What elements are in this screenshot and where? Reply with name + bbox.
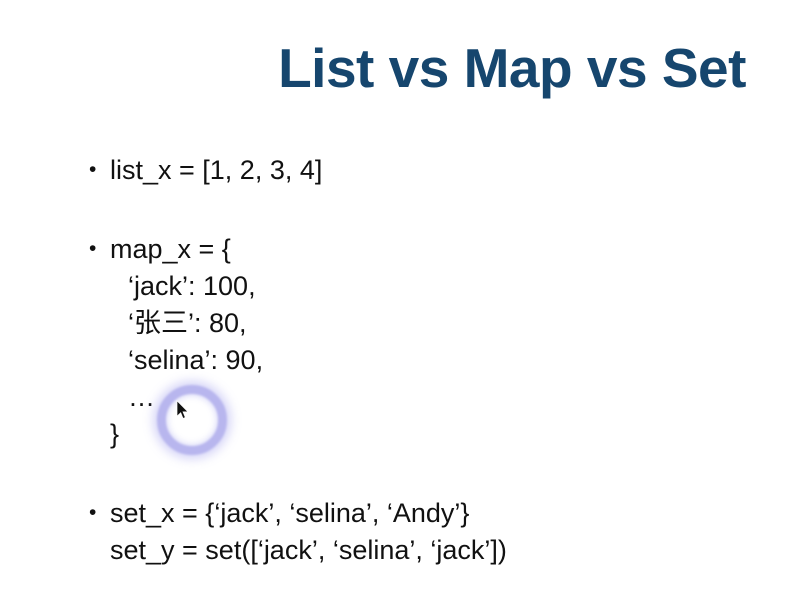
list-definition-line: list_x = [1, 2, 3, 4] [88, 151, 738, 189]
bullet-block-set: set_x = {‘jack’, ‘selina’, ‘Andy’} set_y… [88, 494, 738, 569]
page-title: List vs Map vs Set [278, 37, 746, 99]
slide-body: list_x = [1, 2, 3, 4] map_x = { ‘jack’: … [88, 151, 738, 569]
bullet-block-map: map_x = { ‘jack’: 100, ‘张三’: 80, ‘selina… [88, 230, 738, 453]
map-definition-close-line: } [110, 419, 120, 449]
map-definition-open-line: map_x = { [88, 230, 738, 268]
title-container: List vs Map vs Set [250, 37, 774, 99]
map-entry-selina: ‘selina’: 90, [128, 345, 264, 375]
map-entry-ellipsis: … [128, 382, 155, 412]
set-y-definition-line: set_y = set([‘jack’, ‘selina’, ‘jack’]) [110, 535, 507, 565]
map-entry-jack: ‘jack’: 100, [128, 271, 256, 301]
map-entry-zhangsan: ‘张三’: 80, [128, 308, 247, 338]
set-x-definition-line: set_x = {‘jack’, ‘selina’, ‘Andy’} [88, 494, 738, 532]
bullet-block-list: list_x = [1, 2, 3, 4] [88, 151, 738, 189]
